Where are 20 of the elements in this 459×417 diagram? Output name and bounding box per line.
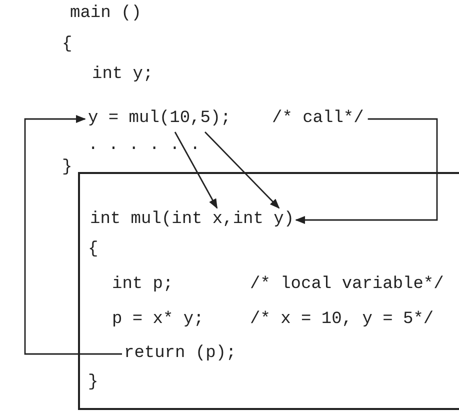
- code-text: p = x* y;: [112, 309, 204, 331]
- code-text: main (): [70, 3, 142, 25]
- code-text: }: [88, 372, 98, 394]
- code-line: y = mul(10,5);: [88, 107, 231, 131]
- arrow: [295, 118, 438, 224]
- code-text: }: [62, 157, 72, 179]
- arrow: [24, 115, 122, 355]
- function-frame: [78, 172, 459, 410]
- code-text: /* x = 10, y = 5*/: [250, 309, 434, 331]
- arrow: [174, 132, 218, 209]
- code-line: /* call*/: [272, 107, 364, 131]
- code-line: return (p);: [124, 342, 236, 366]
- code-line: int mul(int x,int y): [90, 208, 294, 232]
- code-text: int y;: [92, 64, 154, 86]
- code-text: int p;: [112, 274, 174, 296]
- code-text: {: [62, 34, 72, 56]
- code-text: . . . . . .: [88, 135, 200, 157]
- code-text: /* local variable*/: [250, 274, 444, 296]
- arrow: [204, 132, 280, 209]
- code-text: {: [88, 239, 98, 261]
